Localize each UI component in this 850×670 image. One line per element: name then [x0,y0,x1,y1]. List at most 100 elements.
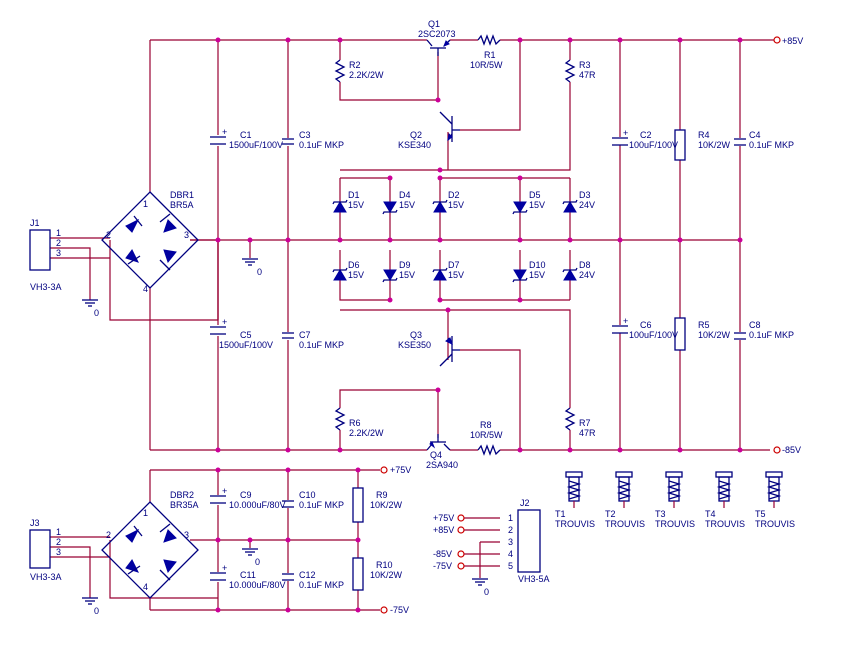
resistor-r3: R3 47R [564,59,596,83]
mounting-hole-t1: T1 TROUVIS [555,471,595,529]
capacitor-c12: C12 0.1uF MKP [282,570,344,590]
j2-pin-1: 1 [508,513,513,523]
c10-ref: C10 [299,490,316,500]
resistor-r1: R1 10R/5W [470,34,503,70]
r4-ref: R4 [698,130,710,140]
resistor-r5: R5 10K/2W [674,317,731,351]
r2-value: 2.2K/2W [349,70,384,80]
j2-label-neg75: -75V [433,561,452,571]
d6-ref: D6 [348,260,360,270]
r7-value: 47R [579,428,596,438]
d6-value: 15V [348,270,364,280]
zener-d1: D1 15V [332,190,364,213]
r9-value: 10K/2W [370,500,403,510]
c2-value: 100uF/100V [629,140,678,150]
r8-value: 10R/5W [470,430,503,440]
c1-value: 1500uF/100V [229,140,283,150]
t4-value: TROUVIS [705,519,745,529]
j2-pin-5: 5 [508,561,513,571]
r3-value: 47R [579,70,596,80]
zener-d9: D9 15V [382,260,415,283]
j2-value: VH3-5A [518,574,550,584]
c1-ref: C1 [240,130,252,140]
capacitor-c11: + C11 10.000uF/80V [210,563,286,590]
ground-symbol-1: 0 [242,258,262,277]
capacitor-c2: + C2 100uF/100V [612,128,678,150]
q3-ref: Q3 [410,330,422,340]
capacitor-c6: + C6 100uF/100V [612,316,678,340]
dbr2-pin-2: 2 [106,530,111,540]
j1-pin-2: 2 [56,238,61,248]
c1-plus: + [222,127,227,137]
r2-ref: R2 [349,60,361,70]
j1-pin-1: 1 [56,228,61,238]
c3-value: 0.1uF MKP [299,140,344,150]
d5-ref: D5 [529,190,541,200]
ground-label-1: 0 [257,267,262,277]
connector-j2: J2 VH3-5A 1 2 3 4 5 +75V +85V -85V -75V [433,498,550,584]
q2-ref: Q2 [410,130,422,140]
zener-d7: D7 15V [432,260,464,281]
c4-value: 0.1uF MKP [749,140,794,150]
ground-label-4: 0 [94,606,99,616]
resistor-r4: R4 10K/2W [674,129,731,161]
j1-value: VH3-3A [30,282,62,292]
rail-terminal-pos85: +85V [770,36,803,46]
capacitor-c7: C7 0.1uF MKP [282,330,344,350]
r5-ref: R5 [698,320,710,330]
t1-ref: T1 [555,509,566,519]
c12-value: 0.1uF MKP [299,580,344,590]
c11-plus: + [222,563,227,573]
capacitor-c9: + C9 10.000uF/80V [210,486,286,510]
rail-label-pos85: +85V [782,36,803,46]
c5-plus: + [222,317,227,327]
ground-label-5: 0 [484,587,489,597]
bridge-dbr2: DBR2 BR35A 1 2 3 4 [101,490,199,599]
transistor-q4: Q4 2SA940 [426,434,458,470]
c2-ref: C2 [640,130,652,140]
c11-value: 10.000uF/80V [229,580,286,590]
bridge-dbr1: DBR1 BR5A 1 2 3 4 [101,190,199,294]
resistor-r10: R10 10K/2W [352,557,403,591]
r10-value: 10K/2W [370,570,403,580]
capacitor-c4: C4 0.1uF MKP [734,130,794,150]
dbr2-pin-3: 3 [184,530,189,540]
r8-ref: R8 [480,420,492,430]
j2-pin-2: 2 [508,525,513,535]
resistor-r8: R8 10R/5W [470,420,503,456]
q4-value: 2SA940 [426,460,458,470]
ground-symbol-2: 0 [82,299,99,318]
dbr1-ref: DBR1 [170,190,194,200]
dbr1-pin-4: 4 [143,284,148,294]
ground-label-3: 0 [255,557,260,567]
zener-d8: D8 24V [562,260,595,281]
t3-ref: T3 [655,509,666,519]
transistor-q1: Q1 2SC2073 [418,19,456,56]
dbr1-pin-1: 1 [143,199,148,209]
c9-value: 10.000uF/80V [229,500,286,510]
mounting-hole-t2: T2 TROUVIS [605,471,645,529]
wires-main [50,39,770,451]
c11-ref: C11 [240,570,256,580]
t5-value: TROUVIS [755,519,795,529]
d9-ref: D9 [399,260,411,270]
d3-value: 24V [579,200,595,210]
ground-label-2: 0 [94,308,99,318]
j2-pin-3: 3 [508,537,513,547]
t2-value: TROUVIS [605,519,645,529]
rail-label-neg75: -75V [390,605,409,615]
dbr1-value: BR5A [170,200,194,210]
t1-value: TROUVIS [555,519,595,529]
connector-j1: J1 VH3-3A 1 2 3 [29,218,62,292]
zener-d3: D3 24V [562,190,595,213]
mounting-hole-t4: T4 TROUVIS [705,471,745,529]
capacitor-c8: C8 0.1uF MKP [734,320,794,340]
c9-ref: C9 [240,490,252,500]
zener-d5: D5 15V [512,190,545,215]
r1-value: 10R/5W [470,60,503,70]
d3-ref: D3 [579,190,591,200]
dbr1-pin-2: 2 [106,230,111,240]
c3-ref: C3 [299,130,311,140]
transistor-q3: Q3 KSE350 [398,330,460,367]
r10-ref: R10 [376,560,393,570]
